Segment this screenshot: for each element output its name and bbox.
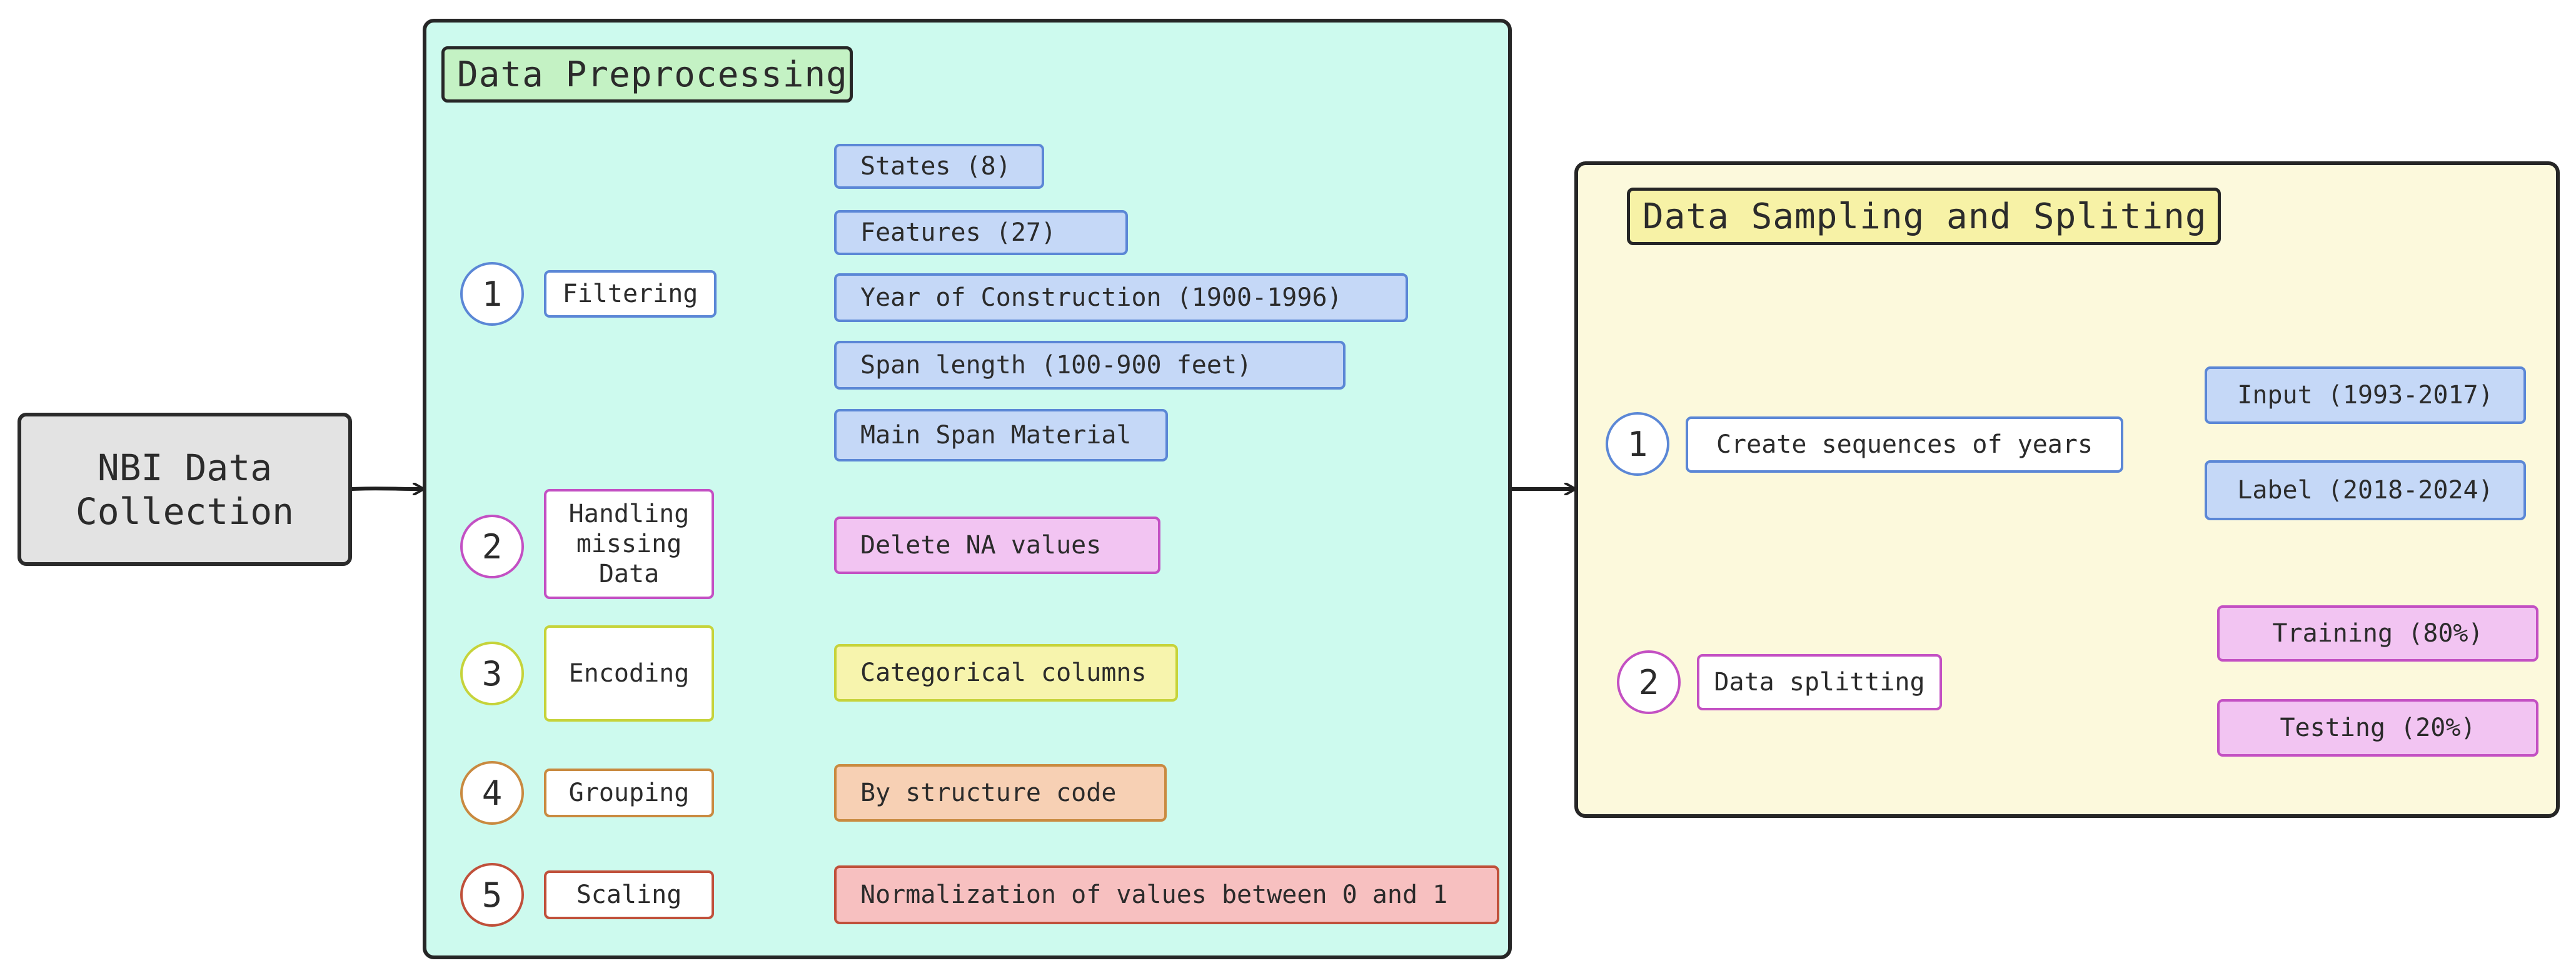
scaling-step-label: Scaling [576,880,682,909]
training-output: Training (80%) [2217,605,2538,662]
create-sequences-label: Create sequences of years [1716,430,2093,459]
normalization-label: Normalization of values between 0 and 1 [860,880,1448,909]
filter-output-year-of-construction: Year of Construction (1900-1996) [834,273,1408,322]
grouping-step-label: Grouping [568,779,690,807]
filter-output-label: Features (27) [860,218,1057,247]
step-number: 1 [481,274,503,314]
encoding-step-box: Encoding [544,625,714,722]
data-splitting-label: Data splitting [1714,668,1925,697]
filter-output-main-span-material: Main Span Material [834,409,1168,461]
step-number-circle: 2 [460,515,524,578]
handling-missing-data-label: Handling missing Data [568,500,690,588]
encoding-step-label: Encoding [568,659,690,688]
testing-output-label: Testing (20%) [2280,713,2476,742]
filtering-step-label: Filtering [562,280,698,308]
step-number-circle: 4 [460,761,524,825]
categorical-columns-label: Categorical columns [860,658,1147,687]
filter-output-features: Features (27) [834,210,1128,255]
filter-output-span-length: Span length (100-900 feet) [834,341,1346,390]
by-structure-code-output: By structure code [834,764,1167,822]
data-preprocessing-title: Data Preprocessing [441,46,853,103]
filter-output-label: Year of Construction (1900-1996) [860,283,1342,312]
by-structure-code-label: By structure code [860,779,1117,807]
step-number-circle: 3 [460,642,524,705]
step-number: 4 [481,773,503,813]
delete-na-values-label: Delete NA values [860,531,1102,560]
nbi-data-collection-box: NBI Data Collection [18,413,352,566]
step-number: 1 [1627,424,1648,464]
data-splitting-step-box: Data splitting [1697,654,1942,710]
testing-output: Testing (20%) [2217,699,2538,757]
normalization-output: Normalization of values between 0 and 1 [834,865,1499,924]
grouping-step-box: Grouping [544,769,714,817]
filter-output-label: Span length (100-900 feet) [860,351,1252,380]
create-sequences-step-box: Create sequences of years [1686,416,2123,473]
nbi-to-preprocessing-arrow [350,488,423,489]
step-number-circle: 1 [1606,412,1669,476]
filter-output-label: States (8) [860,152,1011,181]
step-number-circle: 1 [460,262,524,326]
input-output: Input (1993-2017) [2205,366,2526,424]
data-sampling-title-text: Data Sampling and Spliting [1643,196,2207,237]
filtering-step-box: Filtering [544,270,717,318]
data-preprocessing-title-text: Data Preprocessing [457,54,848,95]
step-number: 5 [481,875,503,915]
scaling-step-box: Scaling [544,870,714,919]
label-output: Label (2018-2024) [2205,460,2526,520]
step-number: 2 [1638,662,1659,702]
handling-missing-data-step-box: Handling missing Data [544,489,714,599]
training-output-label: Training (80%) [2272,619,2483,648]
nbi-data-collection-label: NBI Data Collection [75,446,294,533]
step-number: 2 [481,527,503,567]
delete-na-values-output: Delete NA values [834,517,1160,574]
input-output-label: Input (1993-2017) [2237,381,2493,410]
categorical-columns-output: Categorical columns [834,644,1178,702]
step-number-circle: 5 [460,863,524,927]
data-sampling-title: Data Sampling and Spliting [1627,188,2221,245]
filter-output-states: States (8) [834,144,1044,189]
step-number: 3 [481,653,503,693]
step-number-circle: 2 [1617,650,1681,714]
label-output-label: Label (2018-2024) [2237,476,2493,505]
filter-output-label: Main Span Material [860,421,1132,450]
